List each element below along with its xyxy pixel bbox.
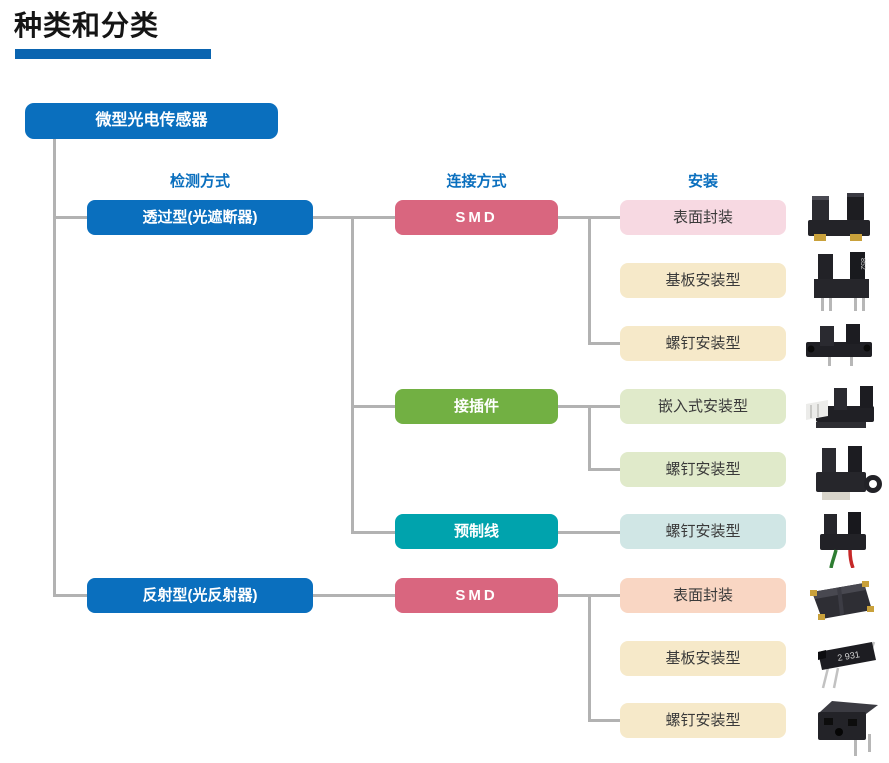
branch-smd1-to-screw (588, 342, 620, 345)
trunk-smd2 (588, 594, 591, 722)
node-through-beam-type: 透过型(光遮断器) (87, 200, 313, 235)
pcb-mount-reflective-sensor-photo: 2 931 (798, 632, 886, 694)
node-pcb-mount-1: 基板安装型 (620, 263, 786, 298)
trunk-connector (588, 405, 591, 471)
node-screw-mount-1: 螺钉安装型 (620, 326, 786, 361)
column-header-connection-method: 连接方式 (446, 172, 507, 190)
pcb-mount-slot-sensor-photo: 852 (798, 250, 886, 312)
column-header-detection-method: 检测方式 (169, 172, 230, 190)
node-smd-2: SMD (395, 578, 558, 613)
node-screw-mount-4: 螺钉安装型 (620, 703, 786, 738)
trunk-root (53, 139, 56, 597)
sensor-marking: 852 (859, 258, 866, 270)
title-underline-bar (15, 49, 211, 59)
branch-to-reflective (53, 594, 87, 597)
node-screw-mount-2: 螺钉安装型 (620, 452, 786, 487)
sensor-marking: 2 931 (837, 649, 861, 663)
node-smd-1: SMD (395, 200, 558, 235)
node-surface-mount-2: 表面封装 (620, 578, 786, 613)
trunk-smd1 (588, 216, 591, 345)
node-pcb-mount-2: 基板安装型 (620, 641, 786, 676)
node-root-sensor: 微型光电传感器 (25, 103, 278, 139)
branch-to-pre-wired-node (351, 531, 395, 534)
smd-reflective-sensor-photo (798, 570, 886, 628)
smd-slot-sensor-photo (798, 186, 886, 246)
branch-to-connector-node (351, 405, 395, 408)
node-pre-wired: 预制线 (395, 514, 558, 549)
node-surface-mount-1: 表面封装 (620, 200, 786, 235)
node-reflective-type: 反射型(光反射器) (87, 578, 313, 613)
page-title: 种类和分类 (14, 10, 160, 41)
node-snap-in-mount: 嵌入式安装型 (620, 389, 786, 424)
screw-mount-slot-sensor-photo (798, 316, 886, 368)
connector-slot-sensor-photo (798, 380, 886, 440)
node-screw-mount-3: 螺钉安装型 (620, 514, 786, 549)
branch-to-through-beam (53, 216, 87, 219)
node-connector: 接插件 (395, 389, 558, 424)
column-header-mounting: 安装 (687, 172, 718, 190)
screw-mount-ear-slot-sensor-photo (798, 442, 886, 508)
branch-smd2-to-screw (588, 719, 620, 722)
branch-prewired-to-screw (558, 531, 620, 534)
screw-mount-reflective-sensor-photo (798, 692, 886, 762)
pre-wired-slot-sensor-photo (798, 508, 886, 568)
trunk-through-beam (351, 216, 354, 534)
branch-reflective-to-smd (312, 594, 395, 597)
branch-connector-to-screw (588, 468, 620, 471)
